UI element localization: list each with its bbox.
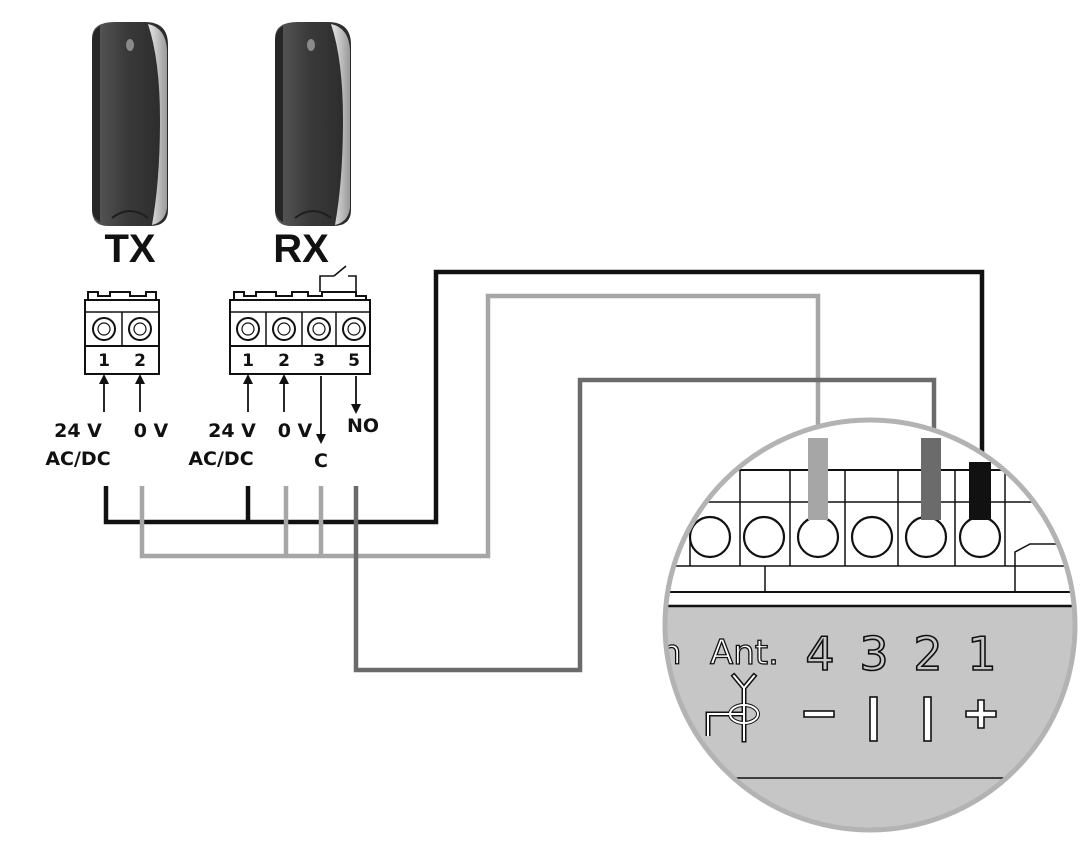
rx-supply-sub: AC/DC [188, 448, 253, 470]
tx-arrows [99, 374, 145, 412]
board-terminal-2: 2 [913, 627, 942, 681]
tx-title: TX [104, 227, 155, 271]
control-board-magnifier: h Ant. 4 3 2 1 [662, 417, 1078, 833]
board-terminal-4: 4 [805, 627, 834, 681]
tx-photocell [92, 22, 168, 226]
tx-supply-label: 24 V [54, 420, 102, 442]
rx-pin-5: 5 [348, 351, 360, 371]
relay-contact-symbol [319, 265, 357, 292]
tx-terminal-block [84, 291, 160, 375]
tx-pin-1: 1 [98, 351, 110, 371]
rx-no-label: NO [347, 415, 379, 437]
wire-dark-gray [353, 377, 937, 673]
wire-light-gray [139, 293, 821, 559]
antenna-icon-inner [707, 674, 759, 741]
wire-black [103, 269, 985, 525]
rx-arrows [243, 374, 361, 444]
tx-supply-sub: AC/DC [45, 448, 110, 470]
rx-pin-2: 2 [278, 351, 290, 371]
rx-pin-3: 3 [313, 351, 325, 371]
rx-common-label: C [314, 450, 328, 472]
rx-supply-label: 24 V [208, 420, 256, 442]
tx-pin-2: 2 [134, 351, 146, 371]
rx-photocell [275, 22, 351, 226]
polarity-symbols [803, 696, 997, 742]
rx-pin-1: 1 [242, 351, 254, 371]
board-terminal-1: 1 [967, 627, 996, 681]
rx-zero-label: 0 V [278, 420, 313, 442]
rx-terminal-block [229, 291, 371, 375]
board-antenna-label: Ant. [710, 633, 779, 673]
rx-title: RX [273, 227, 329, 271]
tx-zero-label: 0 V [134, 420, 169, 442]
board-terminal-3: 3 [859, 627, 888, 681]
